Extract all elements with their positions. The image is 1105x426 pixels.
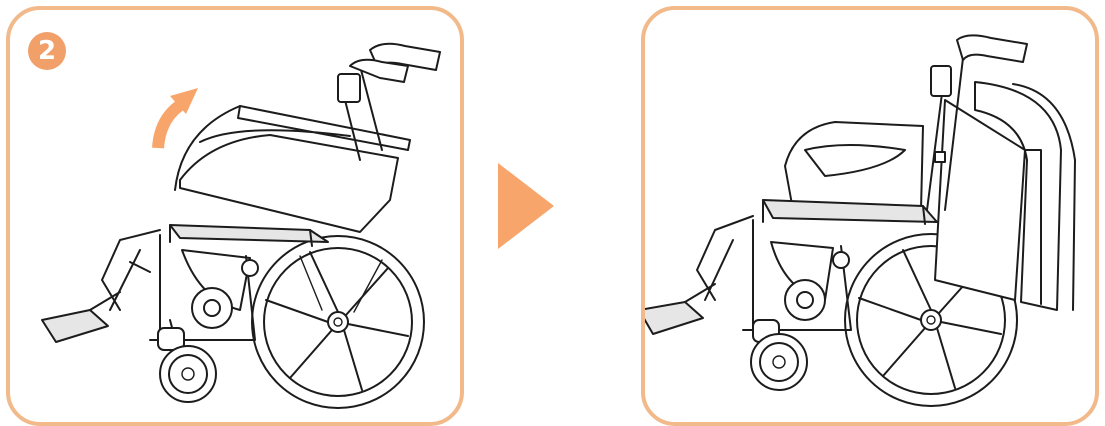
rear-wheel xyxy=(252,236,424,408)
wheelchair-folding-illustration xyxy=(10,10,464,426)
play-triangle-icon xyxy=(498,163,554,249)
backrest-armrest xyxy=(175,44,440,232)
step-panel-after xyxy=(641,6,1099,426)
wheelchair-unfolded-illustration xyxy=(645,10,1099,426)
footrest-and-caster xyxy=(645,216,807,390)
step-panel-before: 2 xyxy=(6,6,464,426)
curved-up-arrow-icon xyxy=(158,88,198,148)
